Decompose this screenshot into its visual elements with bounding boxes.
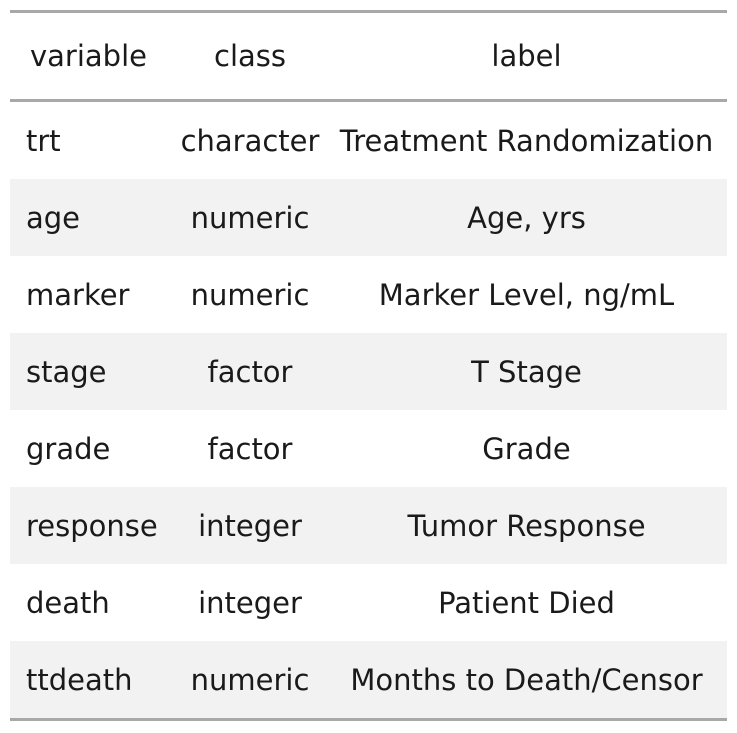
cell-class: numeric	[190, 277, 310, 312]
cell-class: factor	[207, 431, 293, 466]
table-row: ttdeath numeric Months to Death/Censor	[10, 641, 727, 720]
cell-label: Grade	[482, 431, 571, 466]
table-row: trt character Treatment Randomization	[10, 101, 727, 180]
cell-variable: grade	[26, 431, 111, 466]
cell-class: character	[180, 123, 320, 158]
variable-dictionary-table: variable class label trt character Treat…	[10, 10, 727, 721]
cell-label: Treatment Randomization	[339, 123, 714, 158]
cell-class: numeric	[174, 641, 326, 720]
table-row: stage factor T Stage	[10, 333, 727, 410]
cell-variable: age	[10, 179, 174, 256]
table-header: variable class label	[10, 11, 727, 102]
cell-label: Marker Level, ng/mL	[378, 277, 675, 312]
table-body: trt character Treatment Randomization ag…	[10, 101, 727, 720]
cell-variable: stage	[10, 333, 174, 410]
cell-label: Age, yrs	[326, 179, 727, 256]
table-row: grade factor Grade	[10, 410, 727, 487]
cell-class: numeric	[174, 179, 326, 256]
header-row: variable class label	[10, 11, 727, 102]
cell-class: integer	[198, 585, 302, 620]
cell-variable: death	[26, 585, 110, 620]
cell-variable: response	[10, 487, 174, 564]
cell-class: factor	[174, 333, 326, 410]
variable-dictionary-table-container: variable class label trt character Treat…	[10, 10, 727, 721]
header-label: label	[326, 11, 727, 102]
cell-class: integer	[174, 487, 326, 564]
table-row: response integer Tumor Response	[10, 487, 727, 564]
table-row: age numeric Age, yrs	[10, 179, 727, 256]
table-row: marker numeric Marker Level, ng/mL	[10, 256, 727, 333]
header-variable: variable	[10, 11, 174, 102]
cell-variable: marker	[26, 277, 130, 312]
cell-variable: trt	[26, 123, 61, 158]
cell-variable: ttdeath	[10, 641, 174, 720]
cell-label: Patient Died	[438, 585, 615, 620]
cell-label: Months to Death/Censor	[326, 641, 727, 720]
cell-label: Tumor Response	[326, 487, 727, 564]
table-row: death integer Patient Died	[10, 564, 727, 641]
cell-label: T Stage	[326, 333, 727, 410]
header-class: class	[174, 11, 326, 102]
